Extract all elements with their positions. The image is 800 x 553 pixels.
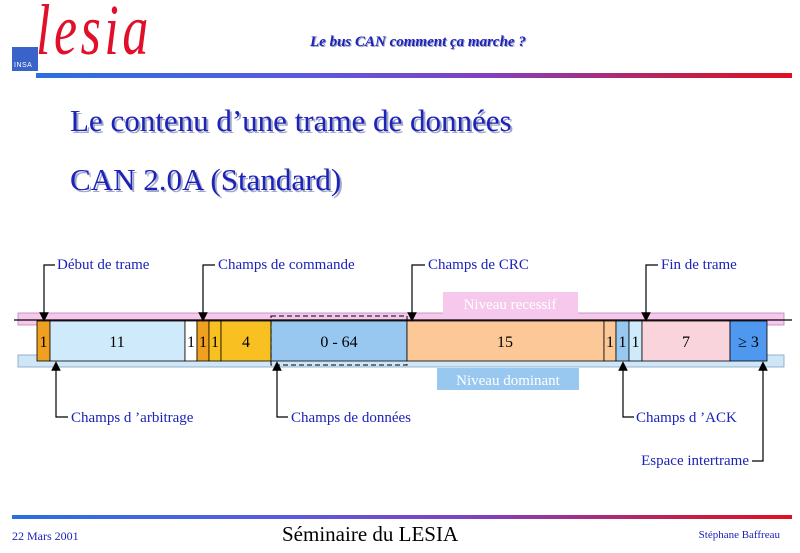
callout-data: Champs de données — [291, 410, 411, 426]
field-data — [270, 320, 408, 362]
callout-control: Champs de commande — [218, 257, 355, 273]
field-sof-value: 1 — [40, 334, 48, 351]
field-arbitration — [49, 320, 186, 362]
callout-arbitration: Champs d ’arbitrage — [71, 410, 194, 426]
field-ifs — [729, 320, 768, 362]
field-crc-delim-value: 1 — [606, 334, 614, 351]
footer-author: Stéphane Baffreau — [698, 529, 780, 541]
field-crc-value: 15 — [497, 334, 513, 351]
logo: lesia — [36, 0, 152, 70]
footer-date: 22 Mars 2001 — [12, 529, 79, 543]
header-rule — [36, 73, 792, 78]
field-data-value: 0 - 64 — [320, 334, 357, 351]
header-title: Le bus CAN comment ça marche ? — [310, 34, 526, 50]
callout-end-of-frame-line — [641, 264, 658, 322]
field-arbitration-value: 11 — [109, 334, 124, 351]
field-eof — [641, 320, 731, 362]
callout-crc-line — [407, 264, 425, 322]
callout-ifs: Espace intertrame — [641, 453, 749, 469]
field-ifs-value: ≥ 3 — [738, 334, 759, 351]
footer-title: Séminaire du LESIA — [282, 522, 459, 546]
footer-rule — [12, 515, 792, 519]
field-crc — [406, 320, 605, 362]
field-dlc-value: 4 — [242, 334, 250, 351]
callout-arbitration-line — [51, 361, 68, 418]
callout-start-of-frame: Début de trame — [57, 257, 150, 273]
callout-control-line — [198, 264, 215, 322]
logo-subtext: INSA — [14, 62, 33, 69]
slide-title: Le contenu d’une trame de données — [70, 103, 512, 138]
field-ack-slot-value: 1 — [619, 334, 627, 351]
logo-badge — [12, 47, 38, 71]
field-ctrl-a-value: 1 — [187, 334, 195, 351]
callout-crc: Champs de CRC — [428, 257, 529, 273]
field-ctrl-b-value: 1 — [199, 334, 207, 351]
recessive-label-bg — [443, 292, 578, 314]
recessive-label: Niveau recessif — [464, 297, 557, 313]
field-ctrl-c-value: 1 — [211, 334, 219, 351]
slide-subtitle: CAN 2.0A (Standard) — [70, 162, 342, 197]
callout-end-of-frame: Fin de trame — [661, 257, 737, 273]
field-ack-delim-value: 1 — [632, 334, 640, 351]
callout-data-line — [272, 361, 288, 418]
dominant-label: Niveau dominant — [456, 373, 561, 389]
callout-ifs-line — [752, 361, 768, 462]
callout-ack-line — [618, 361, 634, 418]
callout-start-of-frame-line — [39, 264, 55, 322]
field-dlc — [220, 320, 272, 362]
dominant-label-bg — [437, 368, 579, 390]
field-eof-value: 7 — [682, 334, 690, 351]
callout-ack: Champs d ’ACK — [636, 410, 737, 426]
